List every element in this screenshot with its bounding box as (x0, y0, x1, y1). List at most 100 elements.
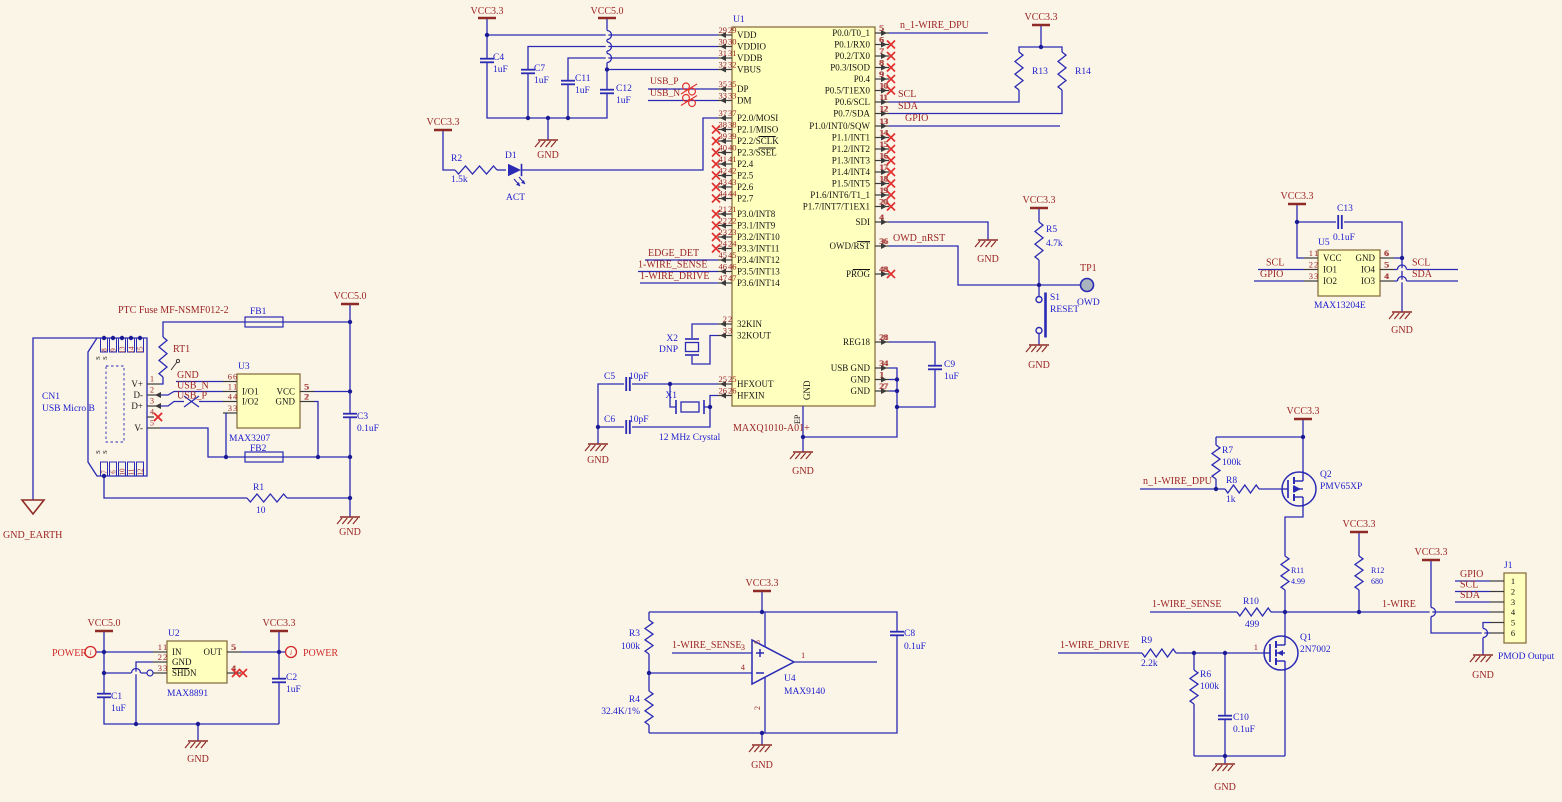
wire-hop (606, 41, 613, 52)
cn1-pin-num-3: 3 (150, 397, 154, 406)
resistor-R10[interactable] (1236, 606, 1272, 618)
resistor-RT1[interactable] (157, 336, 169, 378)
gnd-symbol (1388, 312, 1395, 320)
text-24: 24 (728, 239, 737, 249)
crystal-X2[interactable] (684, 341, 700, 353)
pin-num-U1-20: 20 (880, 197, 889, 207)
pin-arrow (881, 365, 887, 371)
no-connect-x (711, 136, 721, 146)
ic-body-U2[interactable] (166, 640, 228, 684)
junction-dot (1399, 255, 1405, 261)
text-r8: R8 (1226, 476, 1237, 486)
ic-body-U1[interactable] (731, 26, 876, 407)
pin-name-U1-P1.1/INT1: P1.1/INT1 (832, 133, 870, 143)
pin-num-U1-6: 6 (880, 35, 884, 45)
text-vcc3-3: VCC3.3 (1286, 406, 1319, 417)
resistor-R6[interactable] (1188, 669, 1200, 705)
text-4-99: 4.99 (1291, 577, 1305, 586)
resistor-R12[interactable] (1353, 555, 1365, 591)
resistor-R11[interactable] (1279, 555, 1291, 591)
resistor-R14[interactable] (1056, 51, 1068, 91)
text-30: 30 (728, 37, 737, 47)
junction-dot (525, 115, 531, 121)
text-fb2: FB2 (250, 444, 267, 454)
pin-num-U5-3: 3 (1309, 271, 1313, 281)
pin-num-U1-21: 21 (719, 204, 728, 214)
resistor-R2[interactable] (454, 165, 498, 175)
pin-name-U5-VCC: VCC (1323, 253, 1342, 263)
power-port[interactable] (84, 645, 97, 659)
ic-body-J1[interactable] (1503, 572, 1527, 644)
text-gpio: GPIO (905, 113, 928, 124)
cn1-pin-name-V-: V- (134, 423, 143, 433)
mosfet-ref-Q1: Q1 (1300, 633, 1312, 643)
pin-num-U5-1: 1 (1309, 248, 1313, 258)
reset-button-S1[interactable] (1035, 326, 1043, 335)
text-n-1-wire-dpu: n_1-WIRE_DPU (900, 20, 970, 31)
text-gnd: GND (177, 370, 199, 381)
resistor-R8[interactable] (1224, 483, 1260, 495)
text-gnd: GND (1472, 670, 1494, 681)
text-scl: SCL (898, 89, 916, 100)
text-10: 10 (879, 81, 888, 91)
testpoint-TP1[interactable] (1079, 277, 1095, 293)
text-vcc3-3: VCC3.3 (426, 117, 459, 128)
cn1-ref: CN1 (42, 392, 60, 402)
pin-name-U5-IO4: IO4 (1361, 265, 1375, 275)
junction-dot (110, 335, 116, 341)
text-5: 5 (753, 640, 762, 644)
no-connect-x (711, 193, 721, 204)
pin-name-U2-GND: GND (172, 657, 192, 667)
usb-connector-body[interactable] (87, 337, 148, 477)
diff-pair-icon (680, 83, 698, 95)
wire (103, 698, 279, 725)
led-D1[interactable] (508, 163, 521, 177)
resistor-R3[interactable] (643, 619, 655, 655)
text-gnd: GND (587, 455, 609, 466)
wire-hop (606, 52, 613, 64)
pin-name-U1-P2.1/MISO: P2.1/MISO (737, 125, 779, 135)
resistor-R5[interactable] (1033, 221, 1045, 261)
text-47: 47 (728, 273, 737, 283)
cn1-pin-num-1: 1 (150, 375, 154, 384)
pin-num-U1-2: 2 (723, 314, 727, 324)
resistor-R13[interactable] (1013, 51, 1025, 91)
pin-arrow (720, 195, 726, 202)
reset-button-S1[interactable] (1035, 295, 1043, 304)
junction-dot (276, 649, 282, 655)
gnd-symbol (336, 517, 343, 525)
testpoint-label: OWD (1077, 298, 1100, 308)
gnd-symbol (1041, 345, 1048, 353)
pin-arrow (881, 157, 887, 164)
ic-body-U5[interactable] (1317, 249, 1381, 297)
resistor-R4[interactable] (643, 690, 655, 726)
wire (897, 370, 936, 408)
text-45: 45 (728, 250, 737, 260)
text-23: 23 (728, 227, 737, 237)
pin-name-U1-P1.3/INT3: P1.3/INT3 (832, 156, 871, 166)
text-gnd-earth: GND_EARTH (3, 530, 62, 541)
pin-arrow (720, 234, 726, 240)
led-arrow (521, 180, 525, 184)
pin-arrow (720, 332, 726, 339)
text-14: 14 (879, 128, 888, 138)
gnd-symbol (794, 452, 801, 460)
resistor-R1[interactable] (246, 492, 288, 504)
text-1-wire-drive: 1-WIRE_DRIVE (640, 271, 709, 282)
resistor-R7[interactable] (1210, 444, 1222, 480)
resistor-R9[interactable] (1141, 647, 1177, 659)
pin-num-U1-39: 39 (719, 131, 728, 141)
text-4-7k: 4.7k (1046, 239, 1063, 249)
wire (691, 334, 718, 365)
ic-body-U3[interactable] (236, 373, 301, 429)
text-43: 43 (728, 177, 737, 187)
gnd-symbol (985, 240, 992, 248)
pin-num-U2-1: 1 (158, 642, 162, 652)
pin-num-U1-7: 7 (880, 46, 884, 56)
crystal-X1[interactable] (680, 401, 700, 413)
power-port[interactable] (284, 645, 298, 659)
gnd-symbol (189, 741, 196, 749)
wire-hop (1396, 275, 1408, 282)
pin-num-U1-41: 41 (719, 154, 728, 164)
comparator-U4[interactable] (751, 638, 796, 686)
